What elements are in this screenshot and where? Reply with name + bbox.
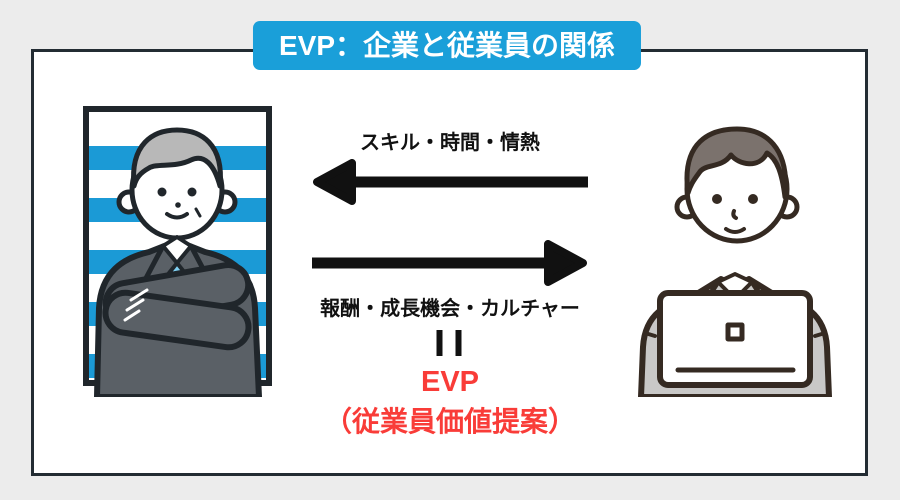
equals-bar: [436, 330, 443, 356]
evp-full-name: （従業員価値提案）: [323, 406, 576, 437]
page-title: EVP：企業と従業員の関係: [252, 21, 642, 70]
company-illustration: [83, 106, 272, 397]
evp-acronym: EVP: [420, 366, 480, 398]
employee-to-company-label: スキル・時間・情熱: [360, 132, 540, 154]
employee-illustration: [638, 126, 832, 397]
left-arrow-icon: [313, 159, 588, 205]
laptop-icon: [657, 290, 813, 388]
company-to-employee-label: 報酬・成長機会・カルチャー: [320, 298, 580, 320]
equals-bar: [455, 330, 462, 356]
right-arrow-icon: [312, 240, 587, 286]
rotated-equals-icon: [436, 330, 462, 356]
manager-figure: [94, 127, 262, 397]
